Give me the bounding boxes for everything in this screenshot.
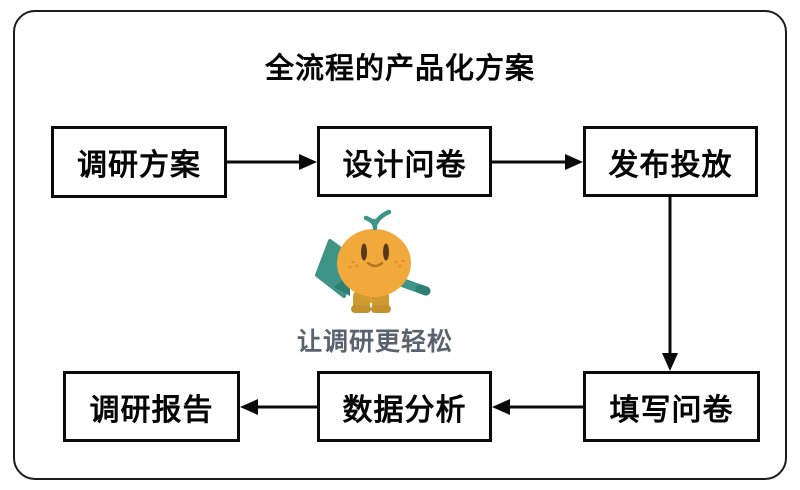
flow-node-design-questionnaire: 设计问卷 [317, 126, 492, 197]
node-label: 数据分析 [342, 393, 467, 427]
flow-node-data-analysis: 数据分析 [317, 371, 492, 442]
node-label: 发布投放 [608, 148, 733, 182]
flow-node-research-plan: 调研方案 [51, 126, 227, 198]
node-label: 调研方案 [77, 149, 201, 182]
node-label: 调研报告 [89, 393, 214, 427]
outer-frame-border [13, 10, 787, 480]
mascot-tagline: 让调研更轻松 [296, 328, 453, 356]
node-label: 填写问卷 [609, 393, 734, 427]
flow-node-fill-questionnaire: 填写问卷 [583, 371, 760, 442]
flow-node-publish-distribute: 发布投放 [583, 126, 758, 197]
flow-node-research-report: 调研报告 [63, 371, 240, 442]
node-label: 设计问卷 [342, 148, 467, 182]
diagram-title: 全流程的产品化方案 [264, 53, 535, 85]
